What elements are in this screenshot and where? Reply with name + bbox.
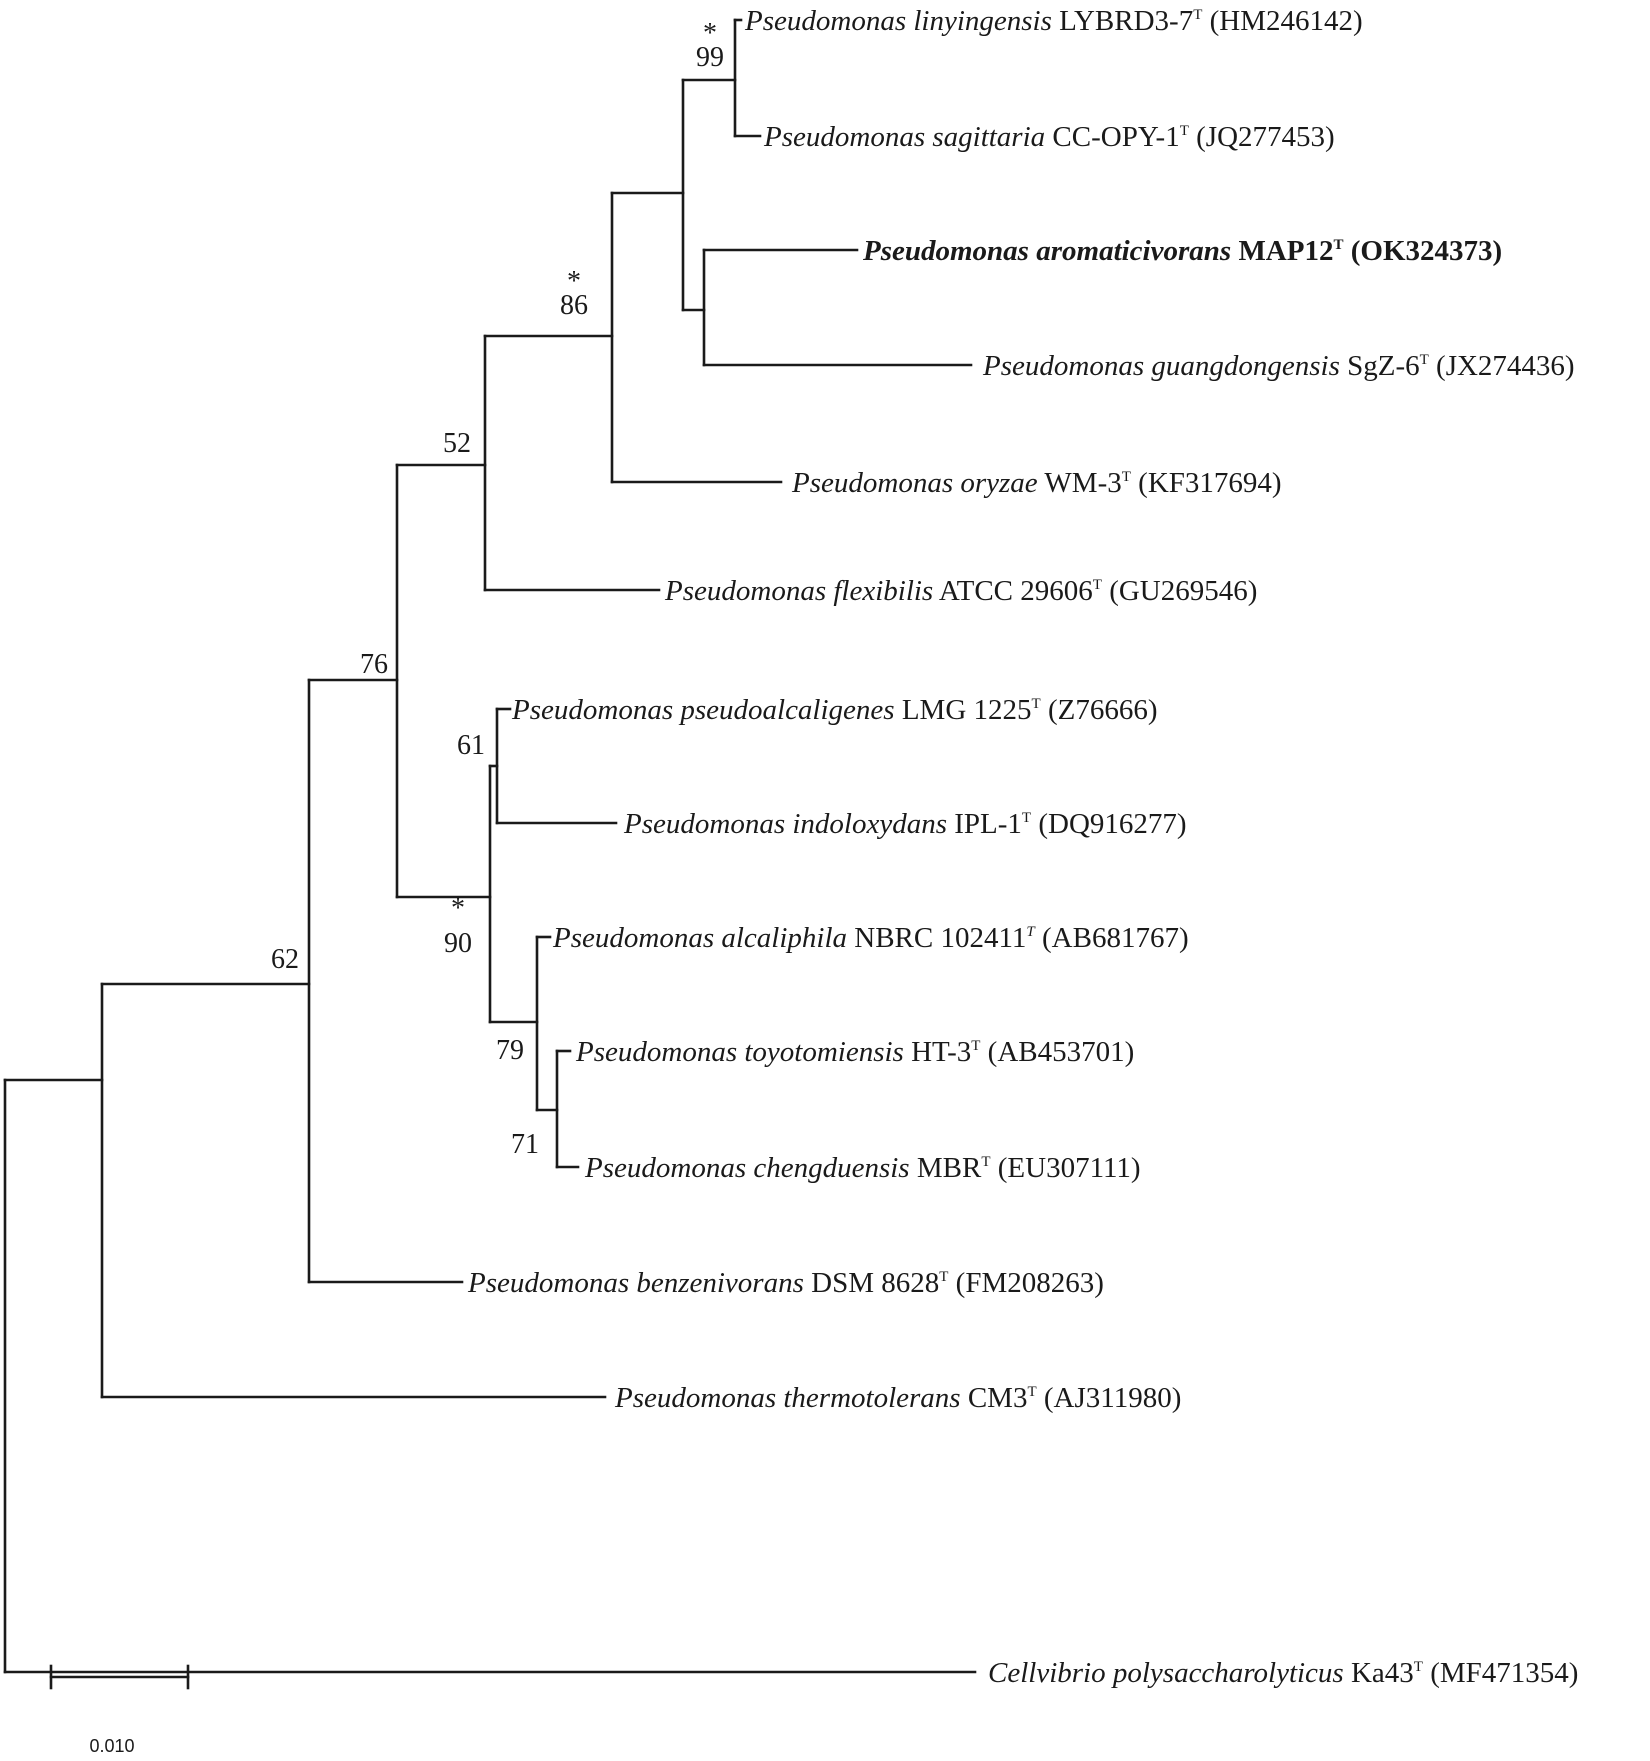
taxon-label-aromaticivorans: Pseudomonas aromaticivorans MAP12T (OK32…: [862, 235, 1502, 267]
taxon-label-linyingensis: Pseudomonas linyingensis LYBRD3-7T (HM24…: [744, 5, 1363, 37]
bootstrap-value-79: 79: [496, 1035, 524, 1066]
bootstrap-star-99: *: [703, 18, 717, 49]
bootstrap-value-99: 99: [696, 42, 724, 73]
taxon-label-flexibilis: Pseudomonas flexibilis ATCC 29606T (GU26…: [664, 575, 1257, 607]
scale-bar: 0.010: [49, 1664, 190, 1756]
taxon-label-guangdongensis: Pseudomonas guangdongensis SgZ-6T (JX274…: [982, 350, 1575, 382]
taxon-labels: Pseudomonas linyingensis LYBRD3-7T (HM24…: [467, 5, 1578, 1689]
taxon-label-chengduensis: Pseudomonas chengduensis MBRT (EU307111): [584, 1152, 1141, 1184]
bootstrap-value-62: 62: [271, 944, 299, 975]
bootstrap-value-52: 52: [443, 428, 471, 459]
bootstrap-star-86: *: [567, 266, 581, 297]
bootstrap-value-90: 90: [444, 928, 472, 959]
bootstrap-value-76: 76: [360, 649, 388, 680]
scale-bar-label: 0.010: [89, 1736, 134, 1756]
taxon-label-indoloxydans: Pseudomonas indoloxydans IPL-1T (DQ91627…: [623, 808, 1187, 840]
bootstrap-value-86: 86: [560, 290, 588, 321]
bootstrap-values: * 99 * 86 52 76 61 * 90 79 71 62: [271, 18, 724, 1160]
bootstrap-value-71: 71: [511, 1129, 539, 1160]
taxon-label-pseudoalcaligenes: Pseudomonas pseudoalcaligenes LMG 1225T …: [511, 694, 1158, 726]
taxon-label-cellvibrio: Cellvibrio polysaccharolyticus Ka43T (MF…: [988, 1657, 1578, 1689]
taxon-label-sagittaria: Pseudomonas sagittaria CC-OPY-1T (JQ2774…: [763, 121, 1335, 153]
bootstrap-value-61: 61: [457, 730, 485, 761]
taxon-label-alcaliphila: Pseudomonas alcaliphila NBRC 102411T (AB…: [552, 922, 1189, 954]
taxon-label-oryzae: Pseudomonas oryzae WM-3T (KF317694): [791, 467, 1282, 499]
taxon-label-benzenivorans: Pseudomonas benzenivorans DSM 8628T (FM2…: [467, 1267, 1104, 1299]
tree-branches: [3, 18, 977, 1674]
taxon-label-toyotomiensis: Pseudomonas toyotomiensis HT-3T (AB45370…: [575, 1036, 1134, 1068]
taxon-label-thermotolerans: Pseudomonas thermotolerans CM3T (AJ31198…: [614, 1382, 1181, 1414]
bootstrap-star-90: *: [451, 893, 465, 924]
